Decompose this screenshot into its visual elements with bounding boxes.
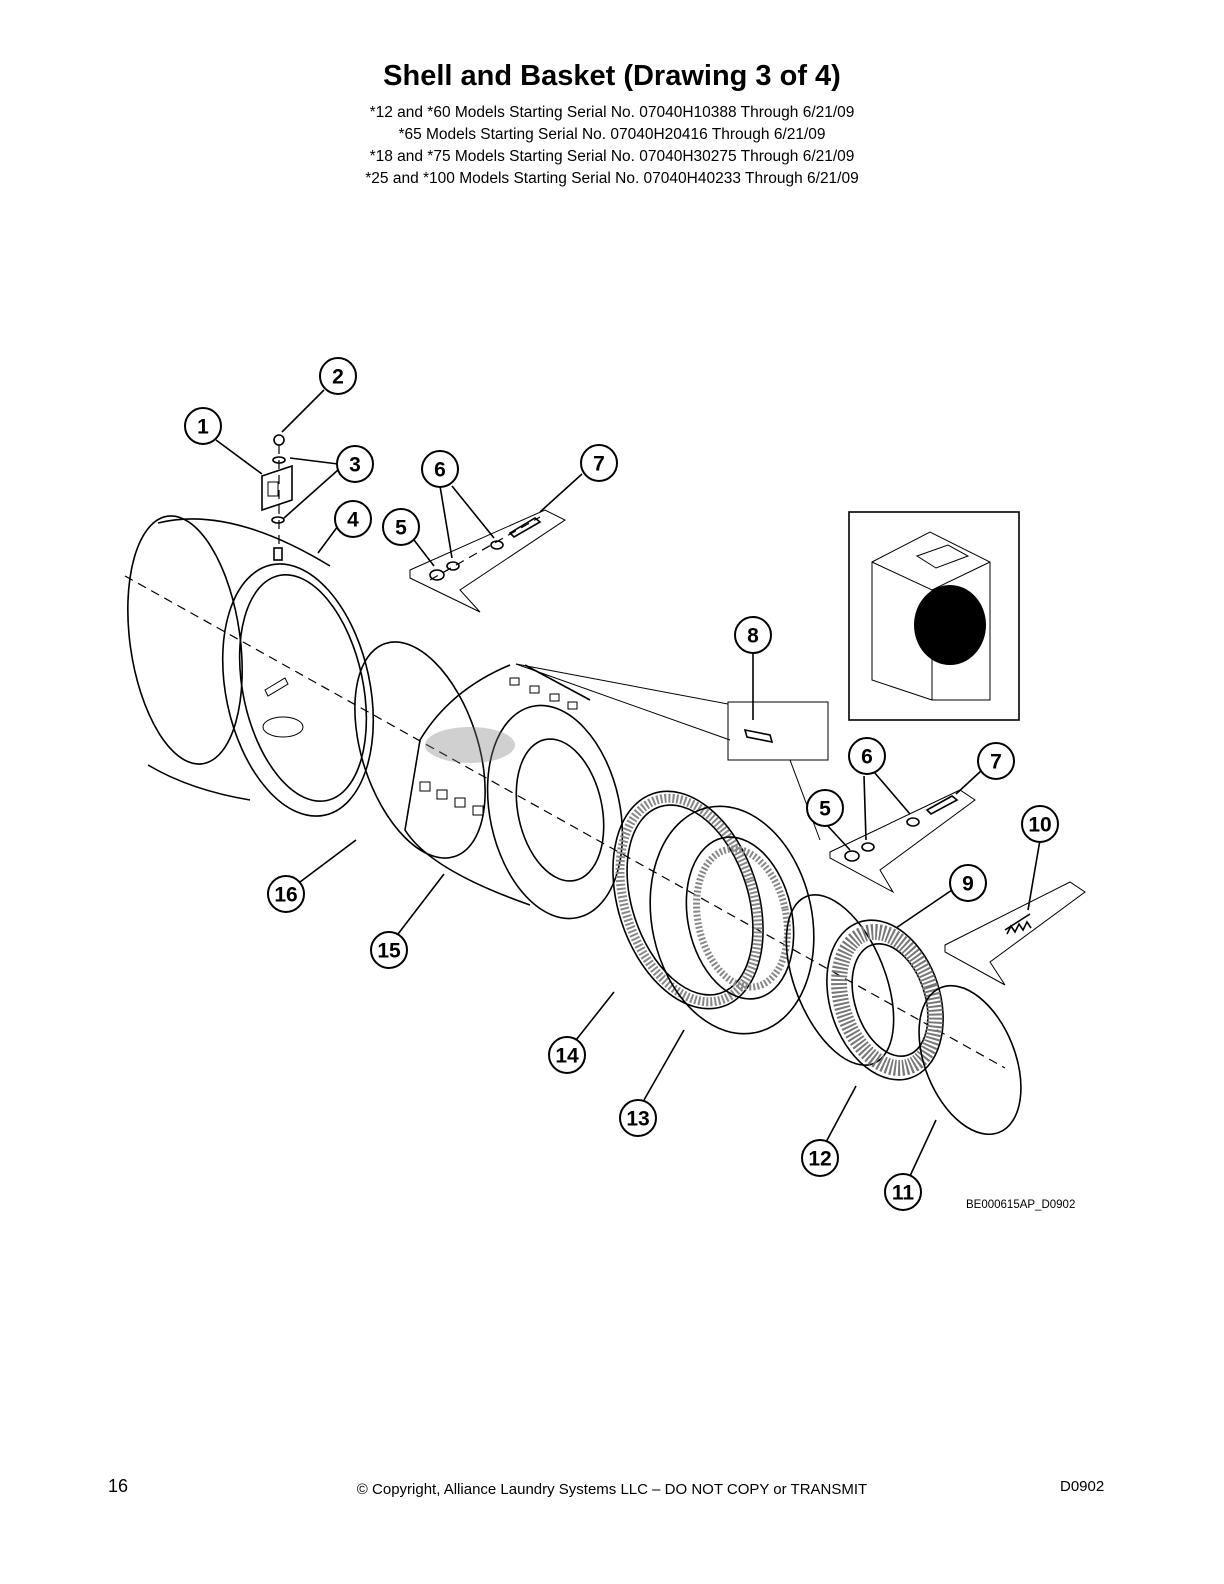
svg-text:5: 5 [395, 517, 407, 540]
hardware-strip-upper [409, 509, 566, 613]
callout-15: 15 [370, 931, 408, 969]
svg-text:14: 14 [555, 1045, 579, 1068]
dryer-inset [848, 511, 1020, 721]
callout-6: 6 [421, 450, 459, 488]
svg-text:13: 13 [626, 1108, 649, 1131]
callout-11: 11 [884, 1173, 922, 1211]
copyright-notice: © Copyright, Alliance Laundry Systems LL… [356, 1481, 868, 1498]
svg-text:11: 11 [892, 1182, 915, 1205]
svg-text:7: 7 [990, 751, 1002, 774]
detail-box-8 [515, 663, 829, 841]
callout-13: 13 [619, 1099, 657, 1137]
callout-7: 7 [580, 444, 618, 482]
svg-text:2: 2 [332, 366, 344, 389]
leader-lines [215, 389, 1041, 1177]
callout-1: 1 [184, 407, 222, 445]
gasket [612, 790, 764, 1010]
assembly-axis [124, 575, 1006, 1069]
callout-8: 8 [734, 616, 772, 654]
svg-text:10: 10 [1028, 814, 1051, 837]
callout-2: 2 [319, 357, 357, 395]
seal [826, 919, 944, 1081]
callout-7-lower: 7 [977, 742, 1015, 780]
svg-text:5: 5 [819, 798, 831, 821]
shell-drum [127, 515, 375, 817]
callout-5: 5 [382, 508, 420, 546]
callout-10: 10 [1021, 805, 1059, 843]
callout-6-lower: 6 [848, 737, 886, 775]
model-serial-list: *12 and *60 Models Starting Serial No. 0… [0, 102, 1224, 190]
callout-5-lower: 5 [806, 789, 844, 827]
clamp-ring [918, 984, 1022, 1136]
svg-text:15: 15 [377, 940, 401, 963]
serial-line: *12 and *60 Models Starting Serial No. 0… [369, 104, 855, 121]
front-ring [649, 805, 815, 1035]
callout-3: 3 [336, 445, 374, 483]
page-title: Shell and Basket (Drawing 3 of 4) [383, 60, 841, 92]
svg-text:7: 7 [593, 453, 605, 476]
svg-text:16: 16 [274, 884, 297, 907]
callout-16: 16 [267, 875, 305, 913]
serial-line: *65 Models Starting Serial No. 07040H204… [398, 126, 826, 143]
basket-ring [354, 641, 486, 859]
page-number: 16 [108, 1476, 129, 1496]
callout-12: 12 [801, 1139, 839, 1177]
drawing-code: BE000615AP_D0902 [966, 1199, 1076, 1211]
svg-text:6: 6 [861, 746, 873, 769]
svg-text:4: 4 [347, 509, 359, 532]
serial-line: *18 and *75 Models Starting Serial No. 0… [369, 148, 855, 165]
svg-text:12: 12 [808, 1148, 831, 1171]
callout-14: 14 [548, 1036, 586, 1074]
mounting-bracket [261, 434, 293, 561]
svg-text:1: 1 [197, 416, 209, 439]
serial-line: *25 and *100 Models Starting Serial No. … [365, 170, 859, 187]
svg-text:3: 3 [349, 454, 361, 477]
document-id: D0902 [1060, 1478, 1105, 1495]
callout-4: 4 [334, 500, 372, 538]
callout-9: 9 [949, 864, 987, 902]
svg-text:6: 6 [434, 459, 446, 482]
svg-text:9: 9 [962, 873, 974, 896]
svg-text:8: 8 [747, 625, 759, 648]
spring-strip [944, 881, 1086, 986]
